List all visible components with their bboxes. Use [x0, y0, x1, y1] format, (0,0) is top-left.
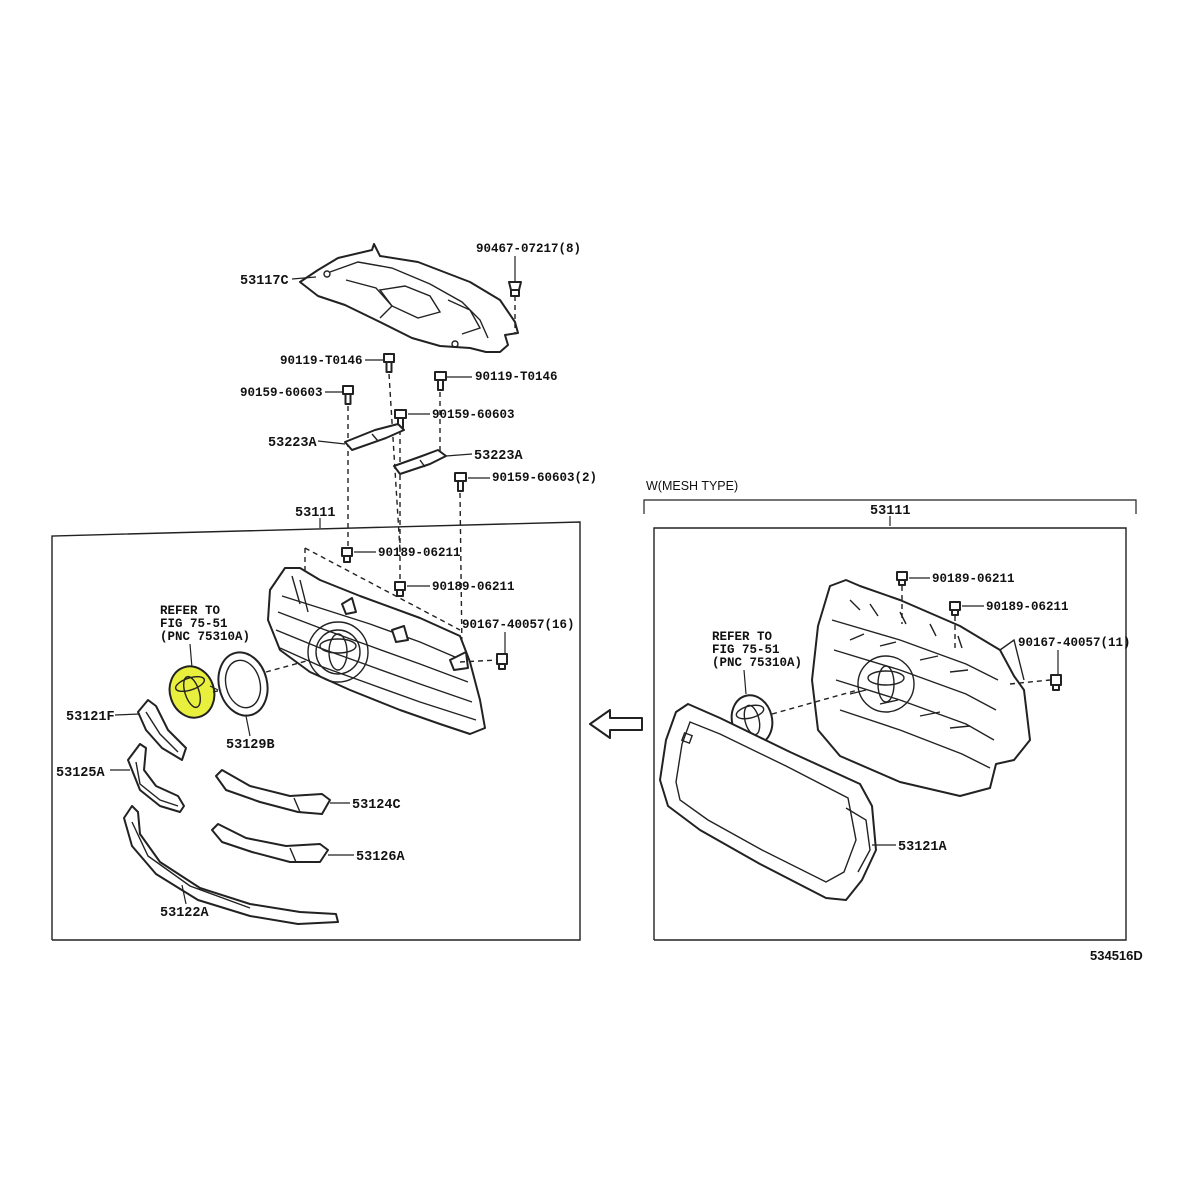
refer-note-line3-right: (PNC 75310A) [712, 656, 802, 670]
label-90467: 90467-07217(8) [476, 242, 581, 256]
emblem-ring-53129b [217, 651, 269, 717]
label-90167-right: 90167-40057(11) [1018, 636, 1131, 650]
clip-icon [394, 581, 406, 597]
refer-note-line2-right: FIG 75-51 [712, 643, 780, 657]
label-90159-mid: 90159-60603 [432, 408, 515, 422]
clip-icon [1050, 674, 1062, 691]
variant-label: W(MESH TYPE) [646, 479, 738, 493]
label-53117c: 53117C [240, 274, 289, 289]
leader-53117c [291, 276, 317, 280]
clip-icon [896, 571, 908, 586]
label-90189-a-left: 90189-06211 [378, 546, 461, 560]
molding-53121f [137, 699, 187, 761]
clip-icon [949, 601, 961, 616]
figure-code: 534516D [1090, 948, 1143, 963]
label-53121f: 53121F [66, 710, 115, 725]
refer-note-line2-left: FIG 75-51 [160, 617, 228, 631]
mesh-grille-53111 [811, 579, 1031, 797]
clip-icon [341, 547, 353, 563]
bolt-icon [383, 353, 395, 373]
label-90119-right: 90119-T0146 [475, 370, 558, 384]
toyota-emblem-icon [168, 665, 219, 719]
left-box-header: 53111 [295, 506, 336, 521]
bracket-53223a-right [393, 449, 447, 475]
left-box-frame [51, 521, 581, 941]
molding-53126a [211, 823, 329, 863]
variant-bracket [643, 499, 1137, 514]
label-53126a: 53126A [356, 850, 406, 865]
right-box-header: 53111 [870, 504, 911, 519]
label-90189-a-right: 90189-06211 [932, 572, 1015, 586]
label-53129b: 53129B [226, 738, 275, 753]
radiator-support-cover-53117c [299, 243, 519, 353]
right-box-frame [653, 527, 1127, 941]
lower-molding-53122a [123, 805, 339, 925]
grille-surround-53121a [659, 703, 877, 901]
label-90189-b-left: 90189-06211 [432, 580, 515, 594]
label-53124c: 53124C [352, 798, 401, 813]
bolt-icon [454, 472, 467, 492]
radiator-grille-53111 [267, 567, 486, 735]
label-53122a: 53122A [160, 906, 210, 921]
clip-icon [496, 653, 508, 670]
molding-53125a [127, 743, 185, 813]
clip-icon [508, 281, 522, 297]
molding-53124c [215, 769, 331, 815]
refer-note-line1-right: REFER TO [712, 630, 773, 644]
arrow-left-icon [589, 709, 643, 739]
refer-note-line1-left: REFER TO [160, 604, 221, 618]
label-90159-right: 90159-60603(2) [492, 471, 597, 485]
label-53223a-right: 53223A [474, 449, 524, 464]
label-53223a-left: 53223A [268, 436, 318, 451]
label-90119-left: 90119-T0146 [280, 354, 363, 368]
label-90189-b-right: 90189-06211 [986, 600, 1069, 614]
bolt-icon [434, 371, 447, 391]
label-90159-left: 90159-60603 [240, 386, 323, 400]
label-90167-left: 90167-40057(16) [462, 618, 575, 632]
bolt-icon [342, 385, 354, 405]
bracket-53223a-left [344, 423, 405, 451]
refer-note-line3-left: (PNC 75310A) [160, 630, 250, 644]
label-53125a: 53125A [56, 766, 106, 781]
label-53121a: 53121A [898, 840, 948, 855]
